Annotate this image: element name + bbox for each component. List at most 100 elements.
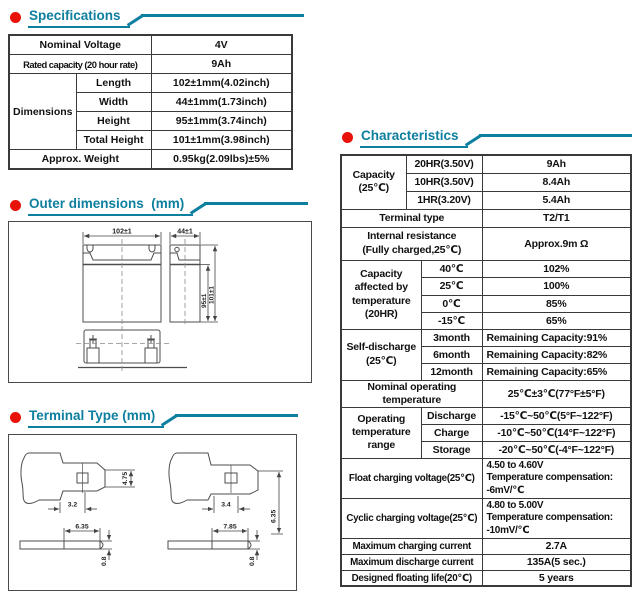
cell-value: 9Ah bbox=[481, 154, 632, 174]
outer-dimensions-panel: 102±1 44±1 95±1 101±1 bbox=[8, 221, 312, 383]
table-row: 6month Remaining Capacity:82% bbox=[341, 345, 632, 364]
cell-label: Maximum discharge current bbox=[340, 553, 483, 571]
table-row: Maximum charging current 2.7A bbox=[340, 537, 632, 555]
cell-group-label: Capacity (25℃) bbox=[340, 154, 407, 210]
section-terminal-type: Terminal Type (mm) bbox=[8, 408, 298, 591]
section-outer-dimensions: Outer dimensions (mm) bbox=[8, 196, 312, 383]
t1-tab-height-label: 4.75 bbox=[122, 472, 129, 485]
cell-label: Length bbox=[75, 73, 152, 93]
cell-group-label: Self-discharge (25℃) bbox=[340, 328, 422, 381]
specifications-table: Nominal Voltage 4V Rated capacity (20 ho… bbox=[8, 34, 294, 170]
cell-value: 44±1mm(1.73inch) bbox=[150, 92, 293, 112]
cell-value: 4.50 to 4.60V Temperature compensation: … bbox=[481, 457, 632, 499]
section-bullet-icon bbox=[10, 200, 21, 211]
table-row: Float charging voltage(25℃) 4.50 to 4.60… bbox=[340, 457, 632, 499]
cell-value: 135A(5 sec.) bbox=[481, 553, 632, 571]
section-characteristics: Characteristics Capacity (25℃) 20HR(3.50… bbox=[340, 128, 633, 588]
cell-group-label: Capacity affected by temperature (20HR) bbox=[340, 259, 422, 330]
cell-value: Remaining Capacity:65% bbox=[481, 362, 632, 381]
cell-value: 25℃±3℃(77°F±5°F) bbox=[481, 379, 632, 408]
cell-value: Approx.9m Ω bbox=[481, 226, 632, 261]
cell-cond: Discharge bbox=[420, 406, 483, 425]
table-row: Capacity affected by temperature (20HR) … bbox=[340, 259, 632, 330]
cell-value: 101±1mm(3.98inch) bbox=[150, 130, 293, 150]
cell-value: T2/T1 bbox=[481, 208, 632, 228]
terminal-type-drawing: 4.75 3.2 6.35 0.8 6.35 3.4 7.85 0.8 bbox=[19, 452, 283, 566]
section-bullet-icon bbox=[342, 132, 353, 143]
cell-cond: Charge bbox=[420, 423, 483, 442]
t2-hole-offset-label: 3.4 bbox=[221, 502, 231, 509]
cell-value: 102±1mm(4.02inch) bbox=[150, 73, 293, 93]
header-rule bbox=[161, 408, 298, 429]
table-row: Designed floating life(20℃) 5 years bbox=[340, 569, 632, 587]
table-row: 12month Remaining Capacity:65% bbox=[341, 362, 632, 381]
cell-value: -15℃~50℃(5°F~122°F) bbox=[481, 406, 632, 425]
cell-label: Nominal operating temperature bbox=[340, 379, 483, 408]
t1-length-label: 6.35 bbox=[75, 524, 88, 531]
table-row: Self-discharge (25℃) 3month Remaining Ca… bbox=[340, 328, 632, 381]
cell-cond: 25℃ bbox=[420, 276, 483, 296]
table-row: Dimensions Length 102±1mm(4.02inch) bbox=[8, 73, 293, 150]
cell-label: Float charging voltage(25℃) bbox=[340, 457, 483, 499]
cell-value: -20℃~50℃(-4°F~122°F) bbox=[481, 440, 632, 459]
header-rule bbox=[464, 128, 632, 149]
table-row: Operating temperature range Discharge -1… bbox=[340, 406, 632, 459]
cell-group-label: Operating temperature range bbox=[340, 406, 422, 459]
header-rule bbox=[190, 196, 308, 217]
cell-value: 85% bbox=[481, 294, 632, 313]
t1-hole-offset-label: 3.2 bbox=[68, 502, 78, 509]
cell-value: 8.4Ah bbox=[481, 172, 632, 192]
cell-value: 5.4Ah bbox=[481, 190, 632, 210]
specifications-header: Specifications bbox=[8, 8, 304, 32]
section-bullet-icon bbox=[10, 12, 21, 23]
section-bullet-icon bbox=[10, 412, 21, 423]
cell-value: 4V bbox=[150, 34, 293, 55]
characteristics-table: Capacity (25℃) 20HR(3.50V) 9Ah 10HR(3.50… bbox=[340, 154, 633, 588]
terminal-type-panel: 4.75 3.2 6.35 0.8 6.35 3.4 7.85 0.8 bbox=[8, 434, 297, 591]
cell-label: Cyclic charging voltage(25℃) bbox=[340, 497, 483, 539]
table-row: Maximum discharge current 135A(5 sec.) bbox=[340, 553, 632, 571]
cell-group-label: Dimensions bbox=[8, 73, 77, 150]
cell-label: Rated capacity (20 hour rate) bbox=[8, 54, 152, 74]
table-row: Terminal type T2/T1 bbox=[340, 208, 632, 228]
cell-value: 65% bbox=[481, 311, 632, 330]
cell-cond: 1HR(3.20V) bbox=[405, 190, 483, 210]
table-row: Nominal operating temperature 25℃±3℃(77°… bbox=[340, 379, 632, 408]
cell-cond: -15℃ bbox=[420, 311, 483, 330]
cell-cond: 40℃ bbox=[420, 259, 483, 278]
table-row: Cyclic charging voltage(25℃) 4.80 to 5.0… bbox=[340, 497, 632, 539]
table-row: Internal resistance (Fully charged,25℃) … bbox=[340, 226, 632, 261]
cell-cond: 6month bbox=[420, 345, 483, 364]
table-row: Total Height 101±1mm(3.98inch) bbox=[9, 130, 293, 150]
cell-label: Maximum charging current bbox=[340, 537, 483, 555]
cell-value: 95±1mm(3.74inch) bbox=[150, 111, 293, 131]
t2-length-label: 7.85 bbox=[223, 524, 236, 531]
cell-label: Designed floating life(20℃) bbox=[340, 569, 483, 587]
section-specifications: Specifications Nominal Voltage 4V Rated … bbox=[8, 8, 304, 170]
cell-cond: 12month bbox=[420, 362, 483, 381]
t2-tab-height-label: 6.35 bbox=[271, 510, 278, 523]
outer-dimensions-drawing: 102±1 44±1 95±1 101±1 bbox=[76, 229, 218, 372]
characteristics-header: Characteristics bbox=[340, 128, 632, 152]
cell-cond: 0℃ bbox=[420, 294, 483, 313]
cell-cond: Storage bbox=[420, 440, 483, 459]
t1-thickness-label: 0.8 bbox=[101, 556, 108, 566]
cell-value: 0.95kg(2.09lbs)±5% bbox=[150, 149, 293, 170]
table-row: Approx. Weight 0.95kg(2.09lbs)±5% bbox=[8, 149, 293, 170]
section-title: Specifications bbox=[28, 8, 130, 28]
table-row: Capacity (25℃) 20HR(3.50V) 9Ah bbox=[340, 154, 632, 210]
header-rule bbox=[126, 8, 304, 29]
outer-dimensions-header: Outer dimensions (mm) bbox=[8, 196, 308, 220]
cell-cond: 10HR(3.50V) bbox=[405, 172, 483, 192]
cell-label: Total Height bbox=[75, 130, 152, 150]
cell-value: Remaining Capacity:91% bbox=[481, 328, 632, 347]
cell-value: Remaining Capacity:82% bbox=[481, 345, 632, 364]
section-title: Terminal Type (mm) bbox=[28, 408, 165, 428]
cell-label: Nominal Voltage bbox=[8, 34, 152, 55]
table-row: Rated capacity (20 hour rate) 9Ah bbox=[8, 54, 293, 74]
cell-label: Approx. Weight bbox=[8, 149, 152, 170]
section-title: Outer dimensions (mm) bbox=[28, 196, 194, 216]
table-row: 10HR(3.50V) 8.4Ah bbox=[341, 172, 632, 192]
table-row: Nominal Voltage 4V bbox=[8, 34, 293, 55]
section-title: Characteristics bbox=[360, 128, 468, 148]
